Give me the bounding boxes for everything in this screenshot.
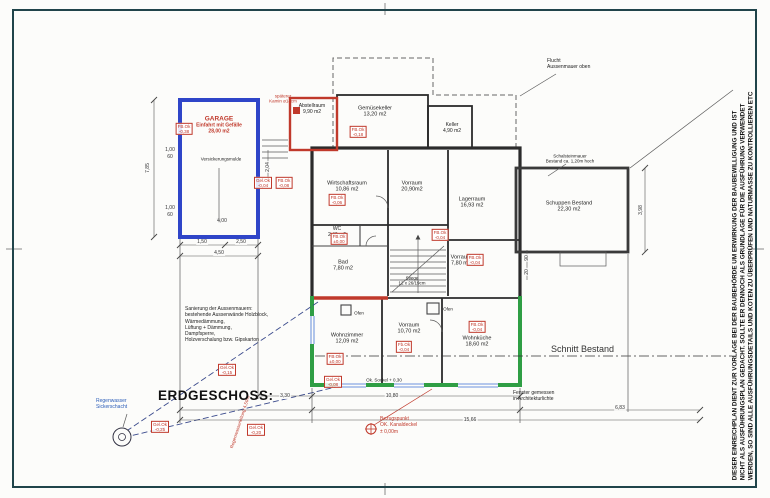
- note-line: Stiege: [405, 275, 419, 281]
- note-line: Regenwasser: [96, 398, 127, 404]
- room-label-lagerraum: Lagerraum 16,93 m2: [459, 197, 486, 210]
- room-name: Keller: [445, 122, 459, 129]
- room-name: Wohnzimmer: [330, 332, 364, 339]
- room-label-gemuesekeller: Gemüsekeller 13,20 m2: [358, 106, 392, 119]
- note-ofen-1: Ofen: [354, 310, 364, 316]
- section-label: Schnitt Bestand: [551, 344, 615, 354]
- drainage-lines: [112, 301, 341, 447]
- room-area: 2,40 m2: [327, 232, 347, 238]
- note-bezugspunkt: Bezugspunkt OK. Kanaldeckel ± 0,00m: [380, 416, 417, 435]
- door-arcs: [365, 195, 443, 333]
- room-label-vorraum-sued: Vorraum 10,70 m2: [398, 323, 421, 336]
- room-area: 28,00 m2: [208, 127, 230, 134]
- room-name: WC: [332, 226, 342, 233]
- stairs: [390, 234, 446, 293]
- room-label-keller: Keller 4,90 m2: [442, 122, 462, 135]
- page-title: ERDGESCHOSS:: [158, 388, 274, 403]
- note-line: Flucht: [547, 58, 561, 64]
- benchmark-symbol: [365, 388, 433, 435]
- room-name: Wohnküche: [462, 335, 492, 342]
- note-fenster: Fenster gemessen in Architekturlichte: [513, 390, 554, 403]
- stove-symbols: [340, 302, 440, 316]
- note-line: Dampfsperre,: [185, 331, 216, 337]
- note-line: Bestand ca. 1,20m hoch: [545, 159, 595, 164]
- room-area: 9,90 m2: [302, 109, 322, 115]
- room-name: Vorraum: [450, 254, 472, 261]
- room-label-vorraum-mitte: Vorraum 7,80 m2: [451, 255, 472, 268]
- room-area: 16,93 m2: [460, 203, 484, 209]
- note-stiege: Stiege 12 x 26/19cm: [398, 276, 425, 287]
- note-line: Fenster gemessen: [513, 390, 555, 396]
- room-name: Schuppen Bestand: [545, 200, 593, 207]
- room-area: 7,80 m2: [451, 261, 471, 267]
- room-area: 20,90m2: [401, 187, 423, 193]
- room-label-abstellraum: Abstellraum 9,90 m2: [298, 103, 326, 116]
- note-line: Schalsteinmauer: [553, 153, 587, 159]
- note-line: Sickerschacht: [96, 404, 128, 411]
- windows: [308, 316, 498, 389]
- note-schalsteinmauer: Schalsteinmauer Bestand ca. 1,20m hoch: [546, 154, 595, 165]
- note-line: ± 0,00m: [380, 428, 399, 435]
- dimension-lines: [150, 96, 704, 424]
- note-ofen-2: Ofen: [443, 306, 453, 312]
- room-label-wc: WC 2,40 m2: [327, 226, 347, 239]
- room-label-vorraum-og: Vorraum 20,90m2: [401, 181, 422, 194]
- new-walls-red: [288, 96, 388, 300]
- note-kamin: späterer Kamin ø14cm: [269, 94, 297, 105]
- note-line: Kamin ø14cm: [269, 99, 297, 104]
- room-label-garage: GARAGE Einfahrt mit Gefälle 28,00 m2: [196, 115, 242, 134]
- room-label-bad: Bad 7,80 m2: [333, 260, 353, 273]
- disclaimer-line: WERDEN, SO SIND ALLE AUSFÜHRUNGSDETAILS …: [748, 91, 756, 481]
- note-line: Wärmedämmung,: [185, 318, 225, 325]
- room-sub: Einfahrt mit Gefälle: [196, 121, 242, 128]
- room-name: Wirtschaftsraum: [327, 180, 367, 187]
- room-name: Abstellraum: [298, 103, 326, 110]
- room-name: GARAGE: [204, 115, 234, 123]
- room-name: Bad: [338, 259, 348, 266]
- note-line: bestehende Aussenwände Holzblock,: [185, 312, 269, 319]
- room-area: 13,20 m2: [363, 112, 387, 118]
- room-name: Lagerraum: [458, 196, 486, 203]
- room-area: 22,30 m2: [557, 207, 581, 213]
- existing-walls: [262, 94, 630, 387]
- note-line: Holzverschalung bzw. Gipskarton: [185, 337, 259, 344]
- room-label-wirtschaftsraum: Wirtschaftsraum 10,86 m2: [327, 181, 367, 194]
- note-line: Bezugspunkt: [380, 416, 409, 422]
- note-line: Lüftung + Dämmung,: [185, 324, 232, 331]
- room-label-wohnzimmer: Wohnzimmer 12,09 m2: [331, 333, 363, 346]
- note-versickerung: Versickerungsmulde: [200, 156, 242, 162]
- note-sockel: Ok. Sockel + 0,30: [366, 377, 402, 383]
- note-line: OK. Kanaldeckel: [380, 422, 418, 429]
- note-line: Aussenmauer oben: [547, 64, 591, 71]
- note-line: in Architekturlichte: [513, 396, 554, 403]
- room-area: 7,80 m2: [333, 266, 353, 272]
- note-line: Sanierung der Aussenmauern:: [185, 306, 253, 312]
- room-area: 12,09 m2: [335, 339, 359, 345]
- note-sanierung: Sanierung der Aussenmauern: bestehende A…: [185, 306, 268, 344]
- room-name: Gemüsekeller: [358, 105, 392, 112]
- disclaimer-text: DIESER EINREICHPLAN DIENT ZUR VORLAGE BE…: [731, 20, 757, 481]
- note-regenwasser: Regenwasser Sickerschacht: [96, 398, 127, 411]
- garage-outline: [178, 98, 260, 239]
- disclaimer-line: DIESER EINREICHPLAN DIENT ZUR VORLAGE BE…: [731, 110, 739, 481]
- upper-wall-dashed-outline: [332, 57, 734, 169]
- room-area: 10,70 m2: [397, 329, 421, 335]
- room-label-wohnkueche: Wohnküche 18,60 m2: [463, 336, 492, 349]
- room-area: 10,86 m2: [335, 187, 359, 193]
- room-area: 18,60 m2: [465, 342, 489, 348]
- room-name: Vorraum: [401, 180, 423, 187]
- leader-lines: [519, 73, 567, 177]
- note-flucht: Flucht Aussenmauer oben: [547, 58, 590, 71]
- note-line: späterer: [274, 93, 292, 99]
- room-name: Vorraum: [398, 322, 420, 329]
- note-line: 12 x 26/19cm: [398, 281, 426, 286]
- room-area: 4,90 m2: [442, 128, 462, 134]
- room-label-schuppen: Schuppen Bestand 22,30 m2: [546, 201, 592, 214]
